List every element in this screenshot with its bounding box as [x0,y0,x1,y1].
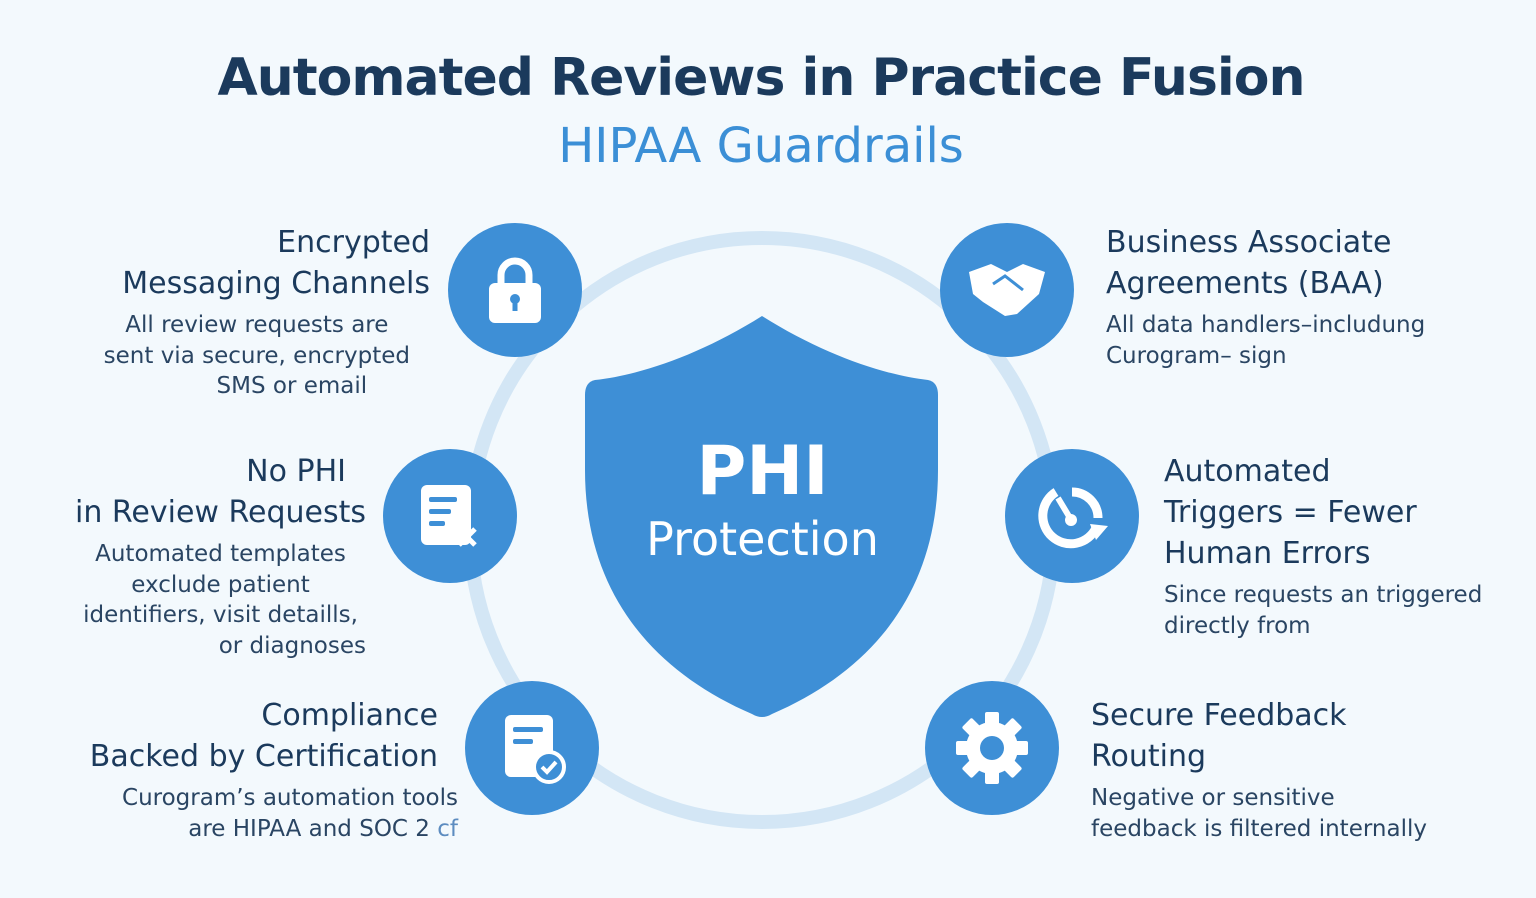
item-body: Automated templates [95,541,346,567]
document-x-icon [421,485,477,547]
item-body: directly from [1164,612,1311,639]
item-body: exclude patient [131,571,310,598]
item-heading: Human Errors [1164,536,1371,571]
shield-subtitle: Protection [646,512,879,566]
shield-icon [585,316,938,717]
refresh-icon [1038,487,1108,549]
item-body: Curogram’s automation tools [122,785,458,811]
document-x-circle [383,449,517,583]
item-body: are HIPAA and SOC 2 [188,815,430,842]
shield-title: PHI [696,432,829,511]
gear-circle [925,681,1059,815]
page-subtitle: HIPAA Guardrails [558,118,964,174]
item-heading: Encrypted [277,225,430,260]
item-heading: No PHI [246,454,346,489]
document-check-icon [505,715,566,784]
item-body: SMS or email [216,373,368,399]
lock-circle [448,223,582,357]
document-check-circle [465,681,599,815]
lock-icon [489,257,541,323]
page-title: Automated Reviews in Practice Fusion [217,48,1306,108]
item-body: Since requests an triggered [1164,582,1483,608]
item-body: sent via secure, encrypted [103,342,410,369]
item-heading: Routing [1091,739,1207,774]
item-body: Negative or sensitive [1091,785,1335,811]
handshake-icon [969,264,1045,316]
item-body: or diagnoses [218,632,366,659]
item-body: All data handlers–includung [1106,312,1426,338]
item-heading: Triggers = Fewer [1164,495,1417,530]
item-heading: Automated [1164,454,1331,489]
item-body: identifiers, visit detaills, [83,602,358,628]
item-heading: Agreements (BAA) [1106,266,1384,301]
item-body: All review requests are [125,312,389,338]
refresh-circle [1005,449,1139,583]
item-body: feedback is filtered internally [1091,815,1427,842]
gear-icon [956,712,1028,784]
item-heading: Messaging Channels [122,266,430,301]
item-heading: Backed by Certification [89,739,438,774]
item-heading: in Review Requests [75,495,366,530]
item-heading: Business Associate [1106,225,1392,260]
item-heading: Secure Feedback [1091,698,1347,733]
item-body-tail: cf [437,815,458,842]
item-no-phi: No PHI in Review Requests Automated templ… [75,451,366,661]
item-body: Curogram– sign [1106,342,1287,369]
handshake-circle [940,223,1074,357]
item-heading: Compliance [261,698,438,733]
